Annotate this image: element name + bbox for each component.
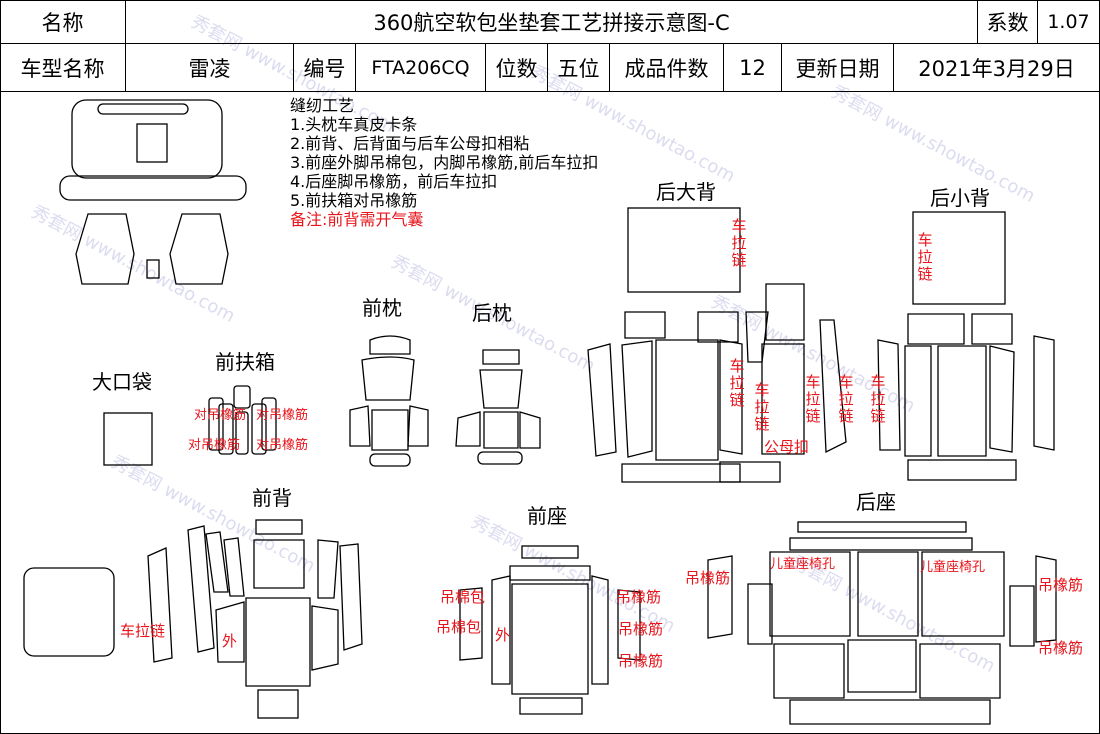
- code-label: 编号: [294, 44, 356, 92]
- label-rear-big-back: 后大背: [656, 180, 716, 204]
- notes-item: 1.头枕车真皮卡条: [290, 115, 418, 134]
- sewing-notes: 缝纫工艺 1.头枕车真皮卡条 2.前背、后背面与后车公母扣相粘 3.前座外脚吊棉…: [290, 96, 598, 229]
- date-value: 2021年3月29日: [894, 44, 1100, 92]
- annotation-child-seat: 儿童座椅孔: [920, 560, 986, 575]
- rear-small-back-pieces: [877, 211, 1055, 481]
- annotation-zipper: 车拉链: [729, 357, 745, 409]
- annotation-zipper: 车拉链: [754, 381, 770, 433]
- label-big-pocket: 大口袋: [92, 370, 152, 394]
- annotation-zipper: 车拉链: [917, 231, 933, 283]
- notes-title: 缝纫工艺: [290, 96, 355, 115]
- label-rear-headrest: 后枕: [472, 301, 512, 325]
- label-front-seat: 前座: [527, 504, 567, 528]
- notes-item: 5.前扶箱对吊橡筋: [290, 191, 418, 210]
- label-rear-seat: 后座: [856, 490, 896, 514]
- notes-item: 3.前座外脚吊棉包，内脚吊橡筋,前后车拉扣: [290, 153, 599, 172]
- annotation-outer: 外: [495, 626, 511, 644]
- label-rear-small-back: 后小背: [930, 186, 990, 210]
- document-title: 360航空软包坐垫套工艺拼接示意图-C: [126, 0, 978, 44]
- coef-label: 系数: [978, 0, 1038, 44]
- seat-overview-diagram: [59, 99, 247, 285]
- front-armrest-pieces: [208, 385, 277, 455]
- annotation-child-seat: 儿童座椅孔: [770, 557, 836, 572]
- notes-item: 4.后座脚吊橡筋，前后车拉扣: [290, 172, 498, 191]
- annotation-zipper: 车拉链: [870, 373, 886, 425]
- pieces-label: 成品件数: [610, 44, 724, 92]
- front-seat-pieces: [459, 545, 641, 715]
- annotation-zipper: 车拉链: [838, 373, 854, 425]
- annotation-elastic: 吊橡筋: [616, 588, 662, 606]
- label-front-headrest: 前枕: [362, 296, 402, 320]
- date-label: 更新日期: [782, 44, 894, 92]
- front-back-pieces: [23, 519, 363, 719]
- annotation-elastic: 对吊橡筋: [256, 408, 309, 423]
- annotation-elastic: 对吊橡筋: [194, 408, 247, 423]
- header-table: 名称 360航空软包坐垫套工艺拼接示意图-C 系数 1.07 车型名称 雷凌 编…: [0, 0, 1100, 92]
- annotation-cotton-pack: 吊棉包: [436, 618, 482, 636]
- annotation-zipper: 车拉链: [731, 217, 747, 269]
- seats-label: 位数: [486, 44, 548, 92]
- name-label: 名称: [0, 0, 126, 44]
- front-headrest-pieces: [349, 335, 429, 467]
- seats-value: 五位: [548, 44, 610, 92]
- notes-remark: 备注:前背需开气囊: [290, 210, 424, 229]
- model-label: 车型名称: [0, 44, 126, 92]
- annotation-zipper: 车拉链: [805, 373, 821, 425]
- annotation-elastic: 吊橡筋: [618, 620, 664, 638]
- rear-headrest-pieces: [455, 349, 541, 465]
- annotation-zipper: 车拉链: [120, 622, 166, 640]
- annotation-elastic: 对吊橡筋: [256, 438, 309, 453]
- annotation-elastic: 吊橡筋: [1038, 576, 1084, 594]
- model-value: 雷凌: [126, 44, 294, 92]
- notes-item: 2.前背、后背面与后车公母扣相粘: [290, 134, 530, 153]
- rear-seat-pieces: [707, 521, 1057, 725]
- annotation-elastic: 对吊橡筋: [188, 438, 241, 453]
- label-front-back: 前背: [252, 486, 292, 510]
- annotation-cotton-pack: 吊棉包: [440, 588, 486, 606]
- annotation-elastic: 吊橡筋: [618, 652, 664, 670]
- code-value: FTA206CQ: [356, 44, 486, 92]
- label-front-armrest: 前扶箱: [215, 350, 275, 374]
- annotation-elastic: 吊橡筋: [1038, 639, 1084, 657]
- annotation-snap: 公母扣: [764, 438, 810, 456]
- pieces-value: 12: [724, 44, 782, 92]
- big-pocket-piece: [103, 412, 153, 466]
- rear-big-back-pieces: [587, 207, 847, 483]
- annotation-outer: 外: [222, 632, 238, 650]
- annotation-elastic: 吊橡筋: [685, 569, 731, 587]
